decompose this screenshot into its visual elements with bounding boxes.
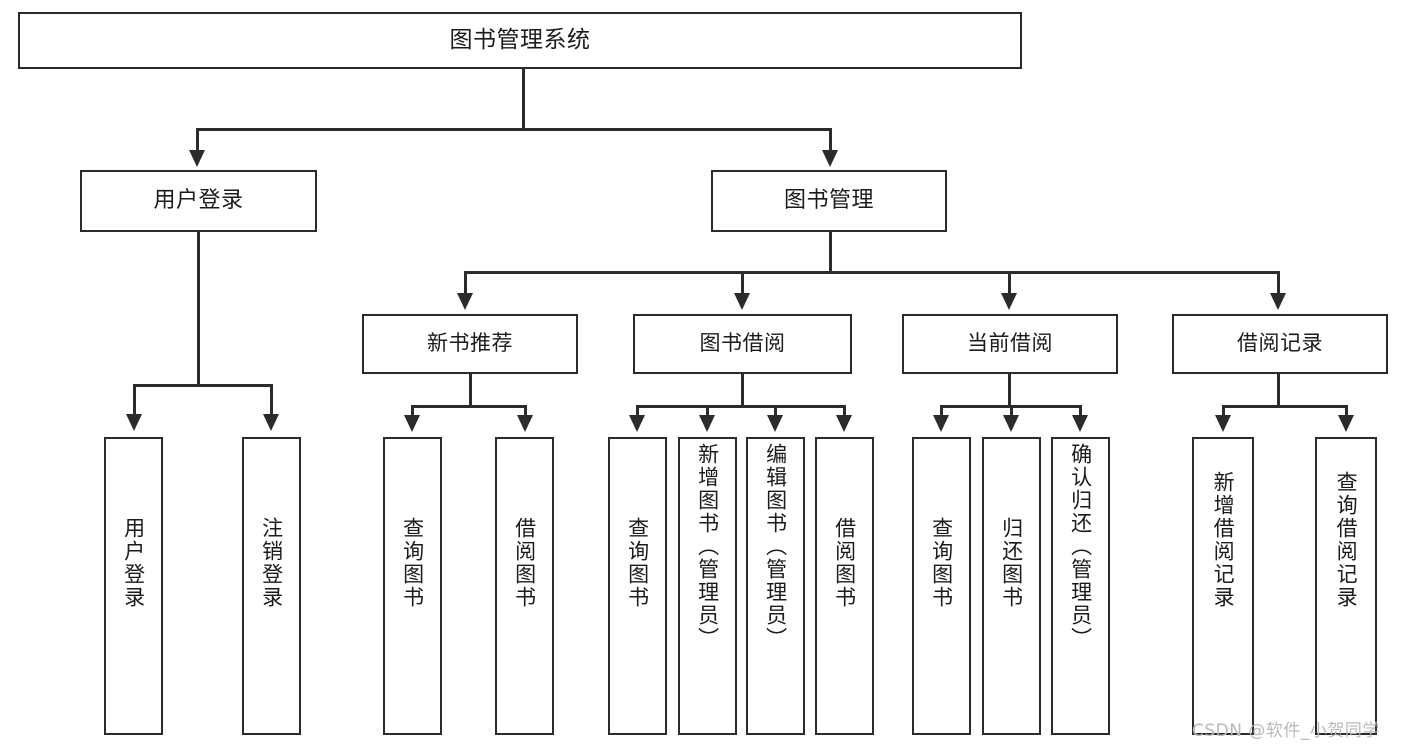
arrow-user-login-to-leaf-2 [263,414,279,431]
connector-bm-to-borrow-record [1277,271,1280,296]
leaf-current-borrow-return-books[interactable]: 归还图书 [982,437,1041,735]
connector-new-book-stem [469,374,472,406]
connector-user-login-stem [197,232,200,385]
arrow-cb-to-leaf-1 [933,415,949,432]
arrow-cb-to-leaf-3 [1072,415,1088,432]
node-book-management[interactable]: 图书管理 [711,170,947,232]
connector-br-to-leaf-1 [1222,405,1225,418]
arrow-br-to-leaf-1 [1215,415,1231,432]
node-label: 注销登录 [259,517,284,609]
node-current-borrow[interactable]: 当前借阅 [902,314,1118,374]
connector-bb-to-leaf-2 [706,405,709,418]
node-label: 用户登录 [121,517,146,609]
node-label: 编辑图书（管理员） [763,443,788,650]
connector-bb-to-leaf-4 [843,405,846,418]
arrow-bb-to-leaf-3 [767,415,783,432]
connector-bm-to-new-book [464,271,467,296]
node-label: 图书管理系统 [449,26,591,53]
connector-root-to-book-management [829,128,832,152]
connector-book-management-bar [464,271,1280,274]
node-user-login[interactable]: 用户登录 [80,170,317,232]
arrow-user-login-to-leaf-1 [126,414,142,431]
connector-cb-to-leaf-1 [940,405,943,418]
connector-bm-to-book-borrow [741,271,744,296]
leaf-borrow-record-query-record[interactable]: 查询借阅记录 [1315,437,1377,735]
arrow-bm-to-new-book [457,293,473,310]
node-book-borrow[interactable]: 图书借阅 [633,314,852,374]
arrow-bm-to-borrow-record [1270,293,1286,310]
node-borrow-record[interactable]: 借阅记录 [1172,314,1388,374]
arrow-br-to-leaf-2 [1338,415,1354,432]
node-label: 新增图书（管理员） [695,443,720,650]
connector-root-to-user-login [196,128,199,152]
connector-book-management-stem [829,232,832,272]
node-label: 借阅记录 [1237,331,1323,356]
connector-root-stem [522,69,525,129]
leaf-borrow-record-add-record[interactable]: 新增借阅记录 [1192,437,1254,735]
connector-user-login-to-leaf-1 [133,384,136,417]
node-label: 查询图书 [400,517,425,609]
node-label: 借阅图书 [832,517,857,609]
leaf-book-borrow-add-book-admin[interactable]: 新增图书（管理员） [678,437,737,735]
connector-bm-to-current-borrow [1008,271,1011,296]
node-label: 借阅图书 [512,517,537,609]
node-label: 图书借阅 [699,331,786,356]
node-label: 查询借阅记录 [1334,471,1359,609]
arrow-root-to-user-login [189,150,205,167]
connector-root-bar [196,128,832,131]
node-label: 查询图书 [625,517,650,609]
connector-bb-to-leaf-3 [774,405,777,418]
leaf-book-borrow-edit-book-admin[interactable]: 编辑图书（管理员） [746,437,805,735]
node-label: 归还图书 [999,517,1024,609]
leaf-current-borrow-query-books[interactable]: 查询图书 [912,437,971,735]
connector-br-to-leaf-2 [1345,405,1348,418]
connector-new-book-bar [411,405,527,408]
connector-borrow-record-bar [1222,405,1346,408]
arrow-bm-to-current-borrow [1001,293,1017,310]
node-label: 当前借阅 [967,331,1053,356]
arrow-new-book-to-leaf-2 [517,415,533,432]
connector-bb-to-leaf-1 [636,405,639,418]
leaf-book-borrow-borrow-books[interactable]: 借阅图书 [815,437,874,735]
connector-cb-to-leaf-2 [1010,405,1013,418]
node-label: 图书管理 [783,187,874,213]
arrow-cb-to-leaf-2 [1003,415,1019,432]
connector-cb-to-leaf-3 [1079,405,1082,418]
leaf-new-book-borrow-books[interactable]: 借阅图书 [495,437,554,735]
node-root-library-management-system[interactable]: 图书管理系统 [18,12,1022,69]
node-new-book-recommend[interactable]: 新书推荐 [362,314,578,374]
leaf-user-login-login[interactable]: 用户登录 [104,437,163,735]
arrow-bb-to-leaf-4 [836,415,852,432]
connector-user-login-to-leaf-2 [270,384,273,417]
connector-new-book-to-leaf-2 [524,405,527,418]
leaf-current-borrow-confirm-return-admin[interactable]: 确认归还（管理员） [1051,437,1110,735]
arrow-bb-to-leaf-2 [699,415,715,432]
connector-book-borrow-stem [741,374,744,406]
arrow-new-book-to-leaf-1 [404,415,420,432]
connector-borrow-record-stem [1277,374,1280,406]
leaf-user-login-logout[interactable]: 注销登录 [242,437,301,735]
node-label: 新增借阅记录 [1211,471,1236,609]
arrow-root-to-book-management [822,150,838,167]
leaf-new-book-query-books[interactable]: 查询图书 [383,437,442,735]
node-label: 查询图书 [929,517,954,609]
connector-user-login-bar [133,384,271,387]
connector-new-book-to-leaf-1 [411,405,414,418]
arrow-bb-to-leaf-1 [629,415,645,432]
node-label: 新书推荐 [427,331,513,356]
connector-current-borrow-stem [1008,374,1011,406]
node-label: 用户登录 [153,187,244,213]
node-label: 确认归还（管理员） [1068,443,1093,650]
arrow-bm-to-book-borrow [734,293,750,310]
leaf-book-borrow-query-books[interactable]: 查询图书 [608,437,667,735]
connector-book-borrow-bar [636,405,846,408]
